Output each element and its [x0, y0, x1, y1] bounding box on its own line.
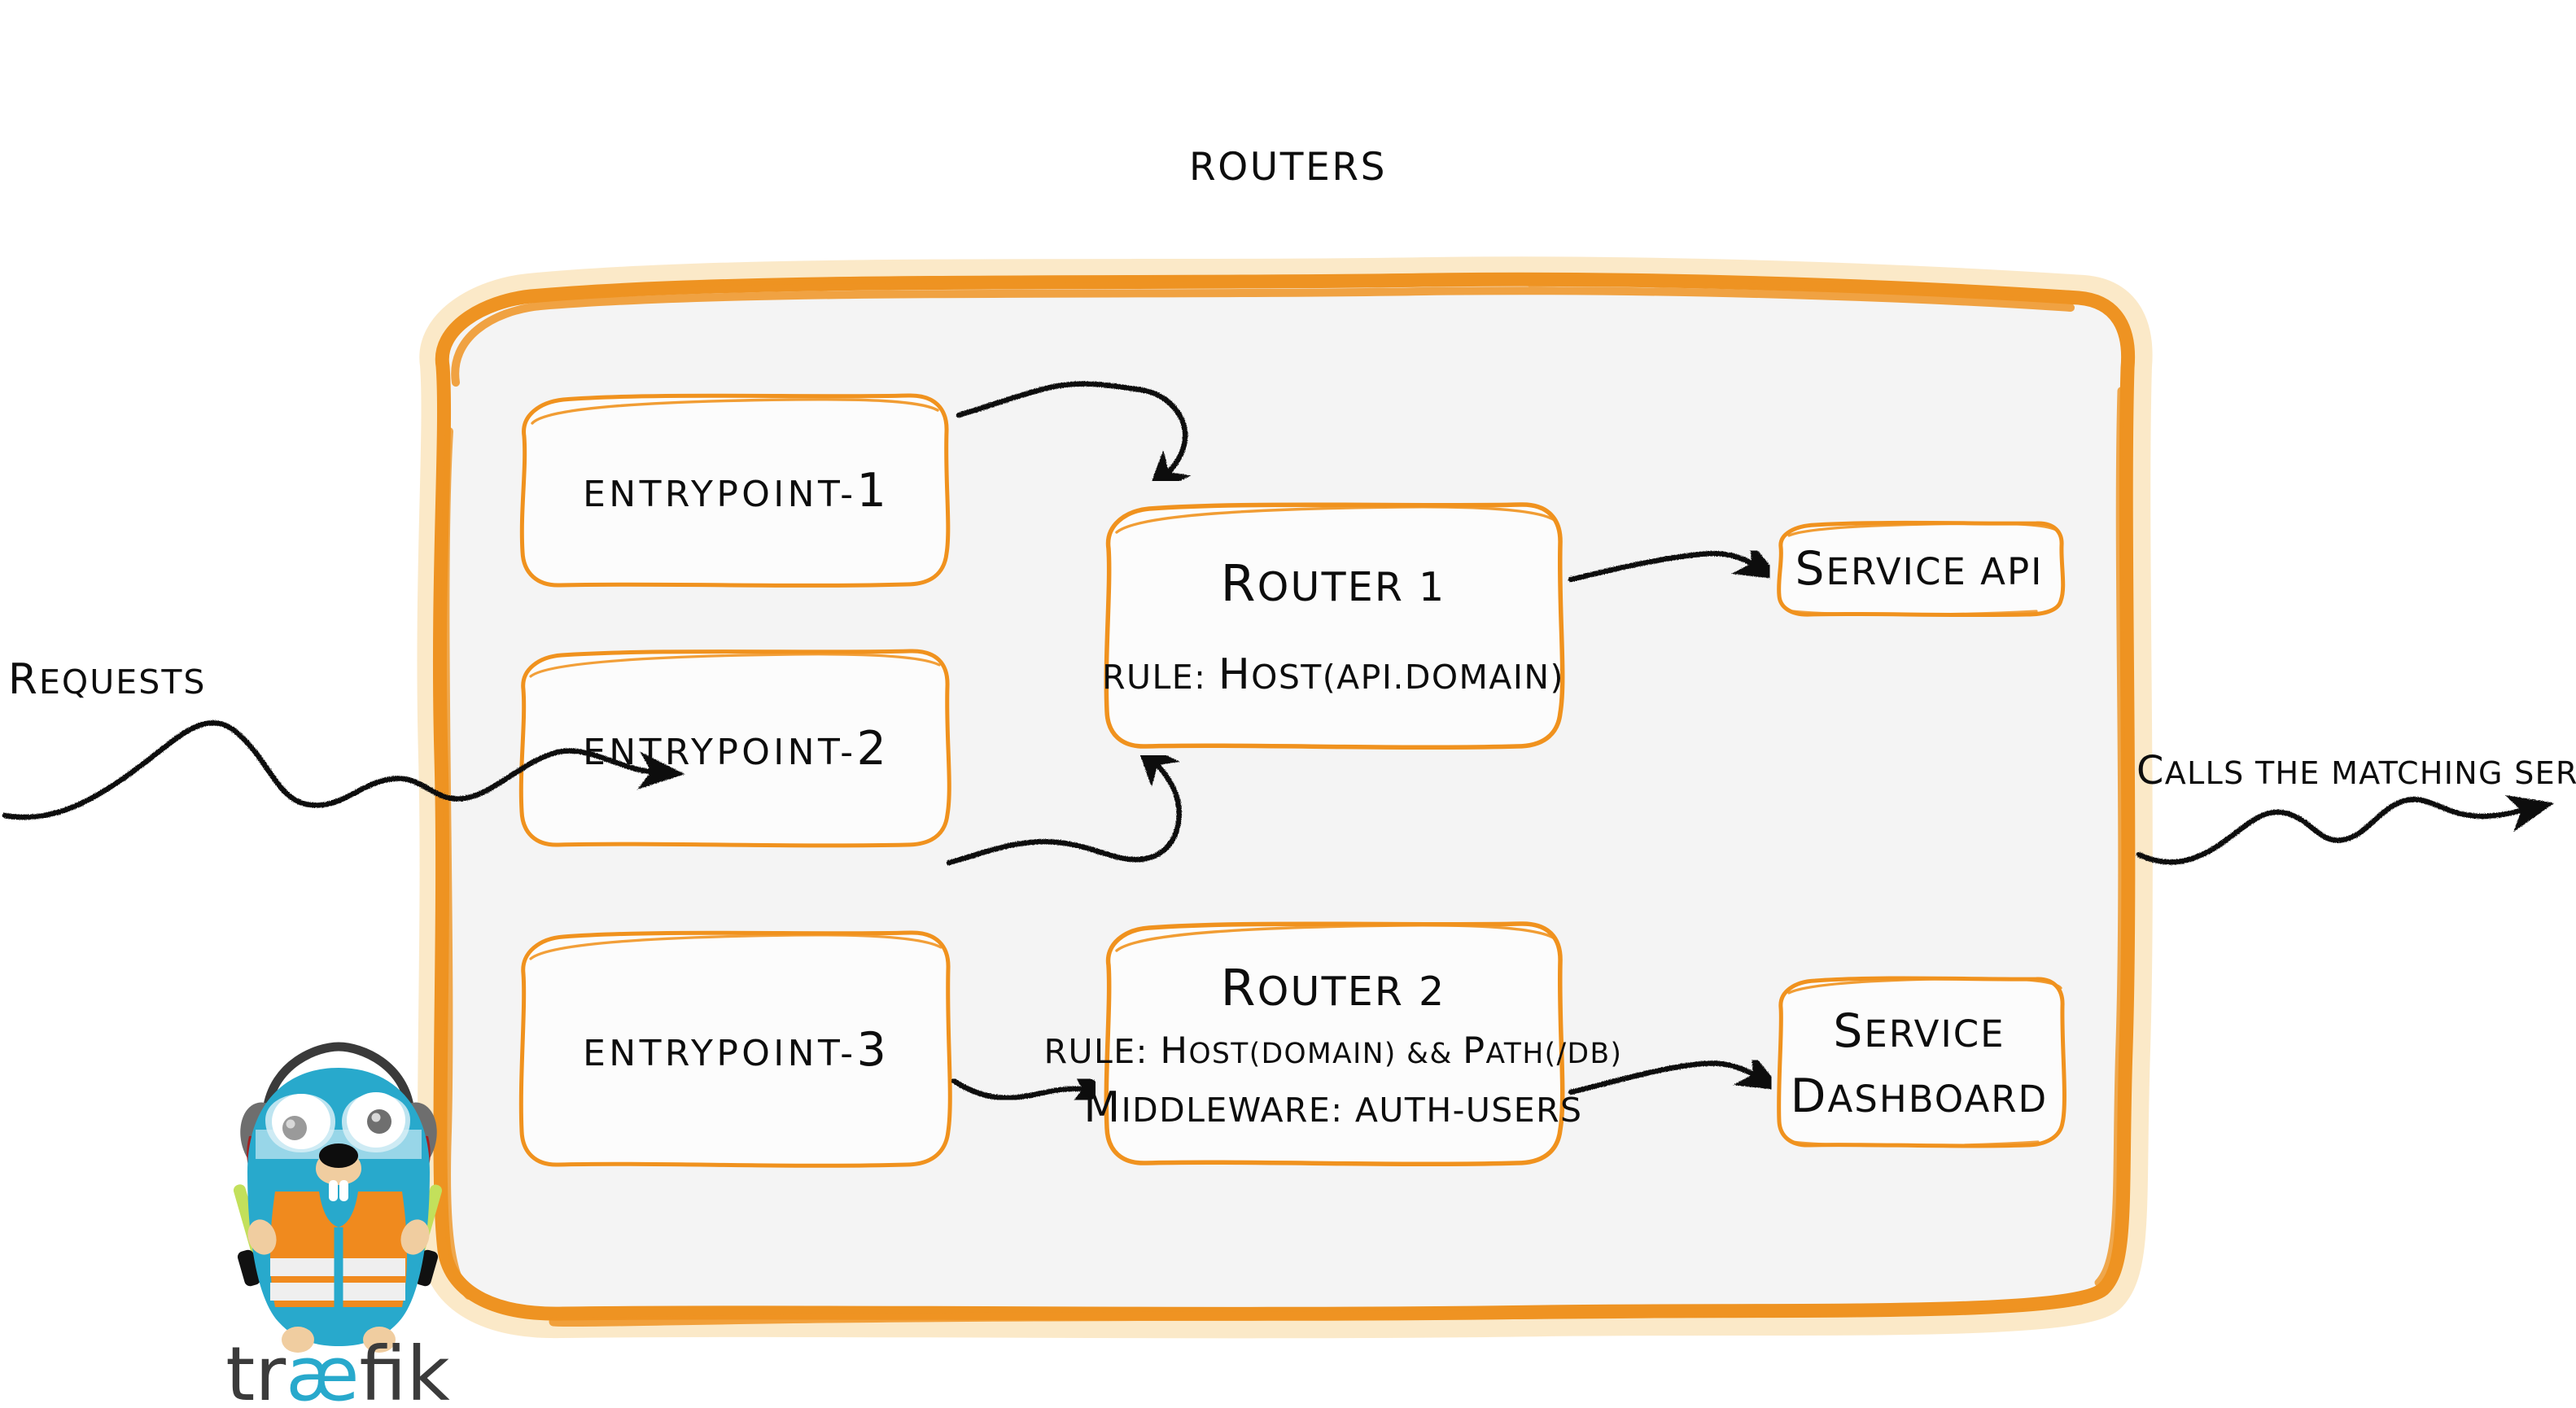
page-title-rest: outers	[1218, 145, 1388, 190]
traefik-wordmark: træfik	[225, 1331, 450, 1408]
traefik-logo: træfik	[220, 1032, 456, 1408]
service-dashboard-box[interactable]: Service Dashboard	[1768, 973, 2071, 1154]
router-2-box[interactable]: Router 2 Rule: Host(domain) && Path(/db)…	[1044, 918, 1621, 1172]
page-title-initial: R	[1188, 145, 1218, 190]
entrypoint-1-label: entrypoint-1	[583, 463, 886, 518]
requests-label: Requests	[8, 655, 207, 704]
entrypoint-1-box[interactable]: entrypoint-1	[513, 391, 956, 590]
router-2-title: Router 2	[1220, 958, 1446, 1017]
arrow-calls-out	[2136, 794, 2555, 865]
service-dashboard-label-line1: Service	[1833, 1004, 2005, 1058]
gopher-nose	[319, 1143, 358, 1168]
router-2-rule-line: Rule: Host(domain) && Path(/db)	[1043, 1028, 1623, 1072]
page-title: Routers	[0, 145, 2576, 190]
router-2-middleware-line: Middleware: auth-users	[1083, 1082, 1583, 1132]
calls-matching-server-label: Calls the matching server	[2136, 749, 2576, 794]
router-1-box[interactable]: Router 1 ule:rule: Host(api.domain)	[1097, 498, 1569, 754]
entrypoint-3-label: entrypoint-3	[583, 1023, 886, 1077]
router-1-title: Router 1	[1220, 553, 1446, 613]
service-api-box[interactable]: Service API	[1768, 519, 2071, 619]
gopher-foot-right	[363, 1327, 396, 1353]
service-dashboard-label-line2: Dashboard	[1790, 1069, 2049, 1123]
entrypoint-2-label: entrypoint-2	[583, 722, 886, 776]
router-1-rule-line: ule:rule: Host(api.domain)	[1102, 649, 1564, 699]
service-api-label: Service API	[1795, 542, 2044, 596]
entrypoint-2-box[interactable]: entrypoint-2	[513, 647, 956, 850]
gopher-foot-left	[282, 1327, 314, 1353]
entrypoint-3-box[interactable]: entrypoint-3	[513, 928, 956, 1172]
